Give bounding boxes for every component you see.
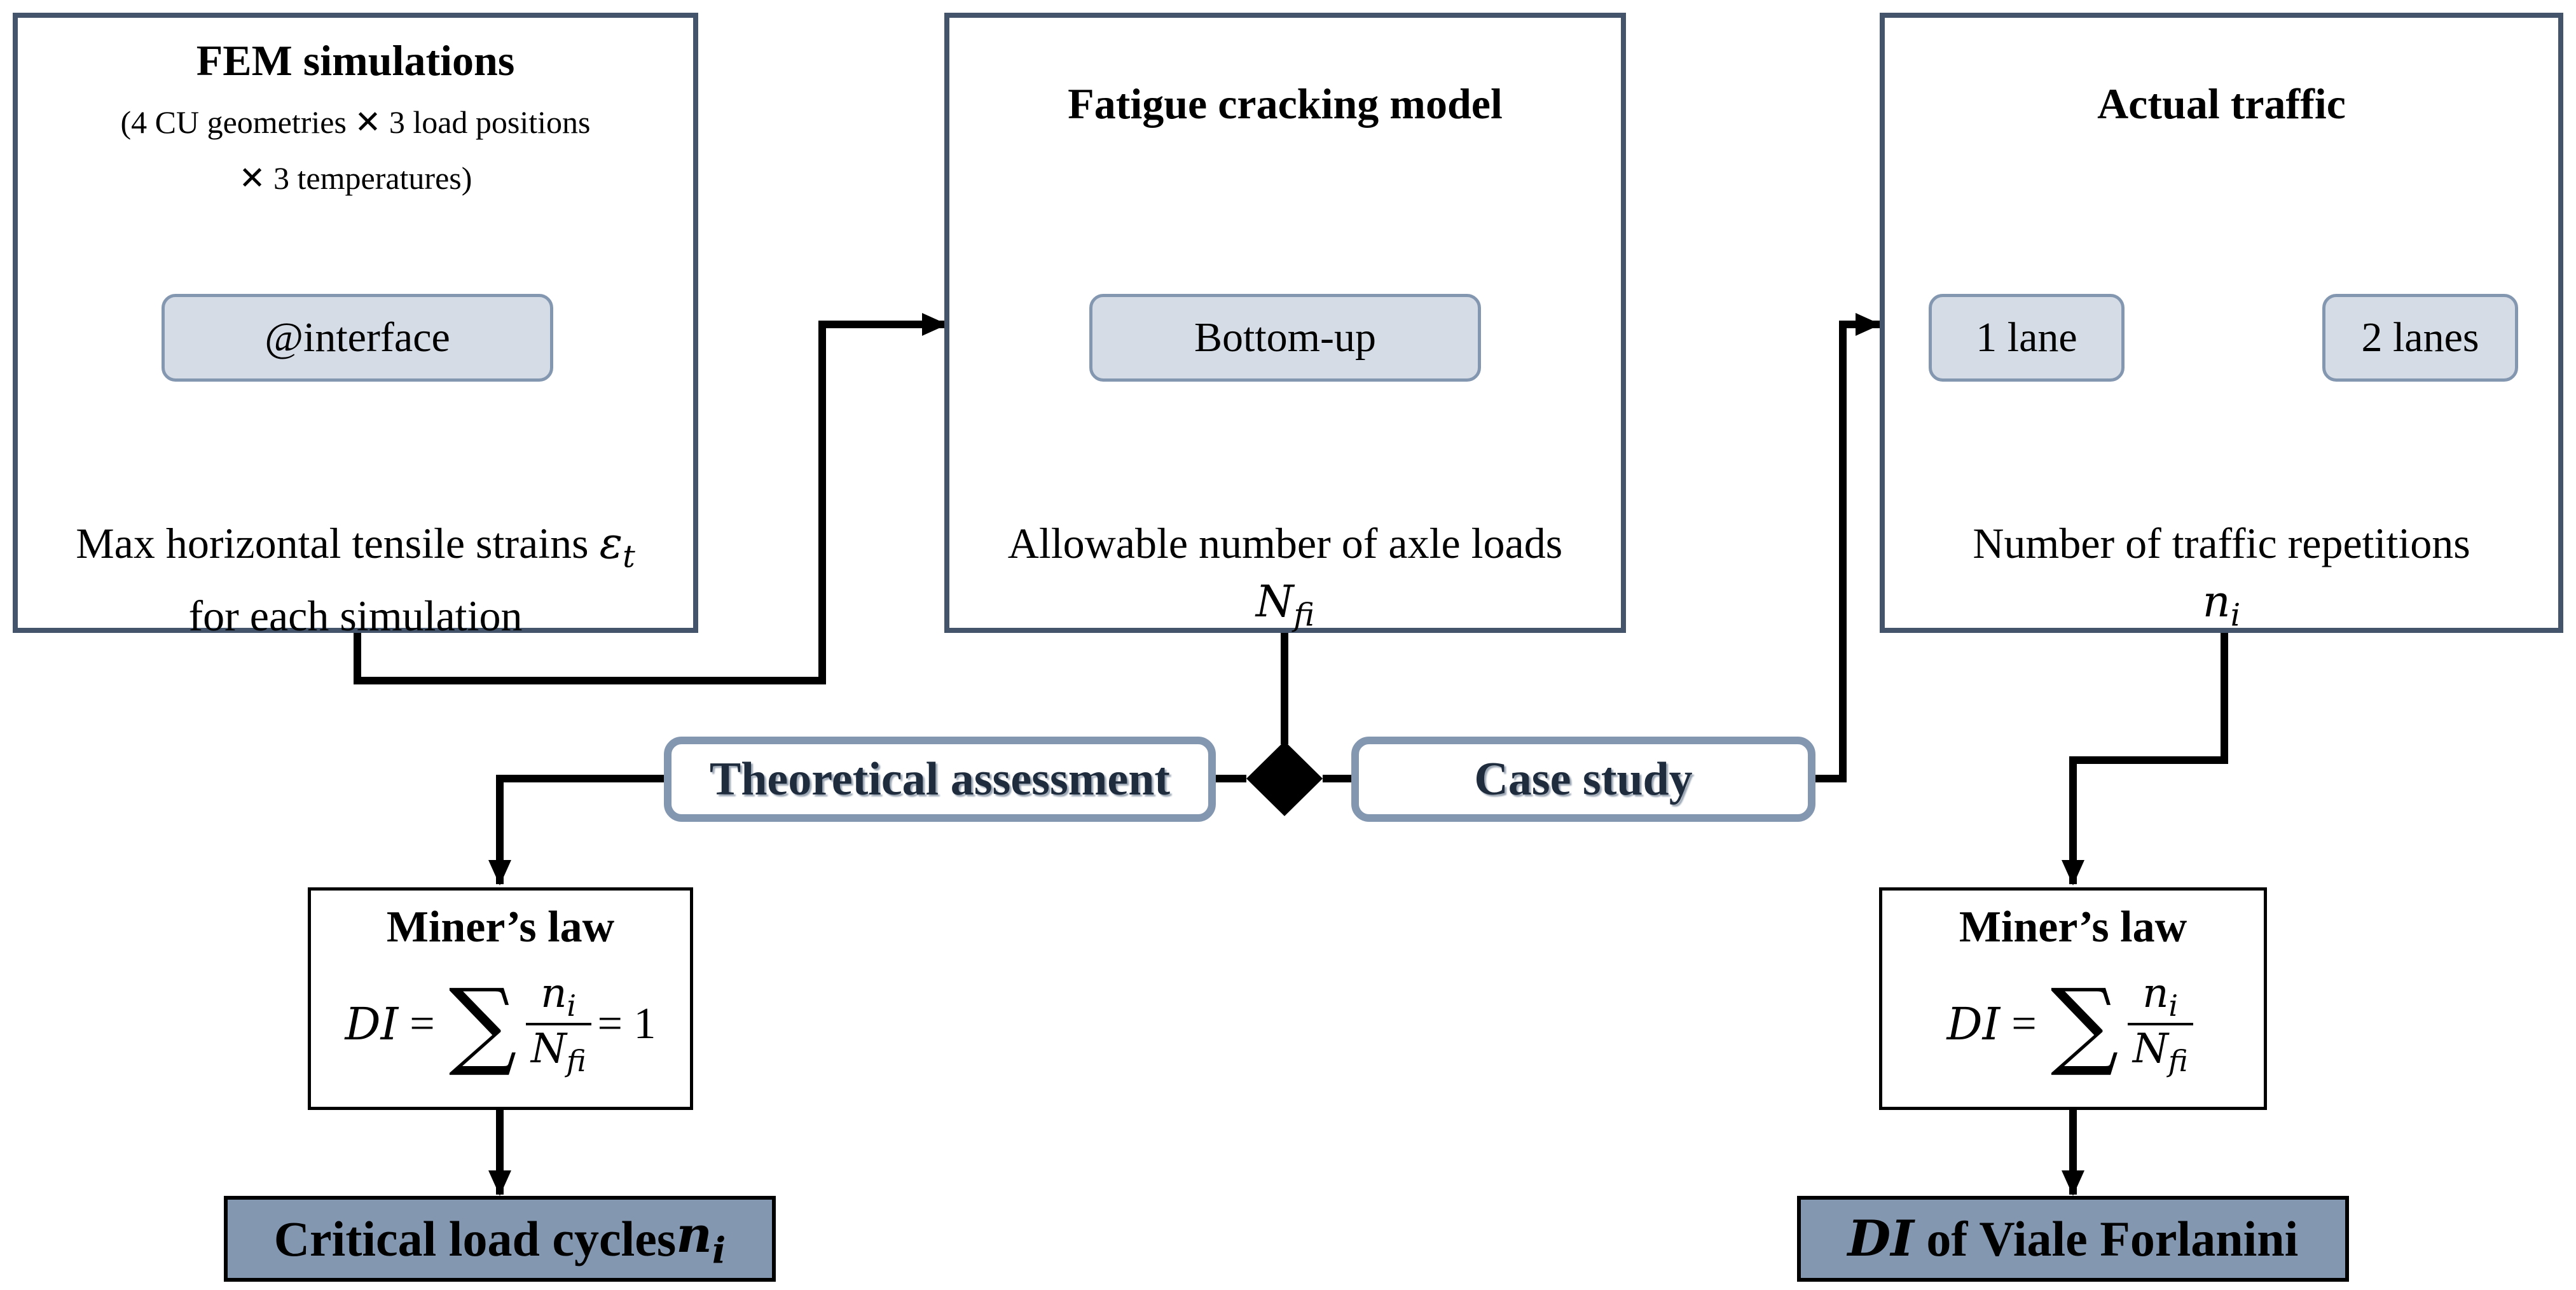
output-left-symbol-base: n (676, 1206, 712, 1265)
denominator-sub: fi (566, 1043, 586, 1078)
strain-symbol-sub: t (623, 538, 635, 575)
di-symbol: DI (345, 998, 399, 1050)
fraction-numerator: ni (2137, 970, 2183, 1023)
traffic-title: Actual traffic (2097, 80, 2346, 128)
connector-case-to-traffic (1815, 313, 1881, 782)
fatigue-result: Allowable number of axle loads Nfi (949, 514, 1621, 645)
critical-load-cycles-output: Critical load cycles ni (224, 1196, 776, 1282)
fraction-numerator: ni (535, 970, 581, 1023)
miners-law-right-box: Miner’s law DI = ∑ ni Nfi (1879, 887, 2267, 1110)
damage-fraction: ni Nfi (525, 970, 591, 1078)
output-left-symbol-sub: i (712, 1229, 726, 1272)
fatigue-result-text: Allowable number of axle loads (1007, 519, 1563, 567)
numerator-sub: i (2168, 988, 2179, 1023)
strain-symbol-base: ε (599, 518, 623, 569)
nfi-symbol: Nfi (1255, 577, 1314, 634)
sum-symbol: ∑ (2050, 969, 2119, 1079)
output-right-symbol: DI (1847, 1210, 1914, 1268)
fem-subtitle-line2: ✕ 3 temperatures) (238, 160, 472, 196)
ni-symbol-base: n (2202, 577, 2231, 627)
equals-one: = 1 (597, 999, 656, 1048)
output-right-text: of Viale Forlanini (1913, 1210, 2299, 1266)
connector-fem-to-fatigue (354, 313, 947, 684)
connector-theoretical-to-miner-left (488, 775, 664, 885)
denominator-base: N (2132, 1025, 2168, 1072)
fraction-denominator: Nfi (2128, 1025, 2193, 1078)
decision-diamond (1246, 741, 1323, 816)
fem-result-text: Max horizontal tensile strains (76, 519, 600, 567)
output-left-symbol: ni (676, 1206, 726, 1272)
denominator-sub: fi (2168, 1043, 2188, 1078)
numerator-sub: i (567, 988, 577, 1023)
fem-result: Max horizontal tensile strains εt for ea… (18, 514, 693, 645)
strain-symbol: εt (599, 518, 635, 575)
fraction-bar (2127, 1023, 2193, 1025)
fem-result-text-line2: for each simulation (188, 591, 523, 640)
miners-law-right-title: Miner’s law (1959, 903, 2187, 952)
equals-sign: = (2011, 999, 2037, 1048)
theoretical-assessment-label: Theoretical assessment (664, 737, 1216, 822)
sum-symbol: ∑ (448, 969, 517, 1079)
interface-node: @interface (162, 294, 553, 382)
fem-title: FEM simulations (196, 36, 515, 85)
fraction-bar (525, 1023, 591, 1025)
connector-traffic-to-miner-right (2062, 633, 2228, 885)
fatigue-title: Fatigue cracking model (1068, 80, 1503, 128)
di-viale-forlanini-output: DI of Viale Forlanini (1797, 1196, 2349, 1282)
case-study-label: Case study (1351, 737, 1815, 822)
one-lane-node: 1 lane (1929, 294, 2125, 382)
denominator-base: N (530, 1025, 567, 1072)
numerator-base: n (2142, 970, 2169, 1018)
ni-symbol-sub: i (2230, 597, 2241, 634)
traffic-result-text: Number of traffic repetitions (1973, 519, 2470, 567)
bottom-up-node: Bottom-up (1089, 294, 1481, 382)
equals-sign: = (410, 999, 435, 1048)
miners-law-left-formula: DI = ∑ ni Nfi = 1 (311, 961, 690, 1088)
nfi-symbol-base: N (1255, 577, 1294, 627)
di-symbol: DI (1946, 998, 2001, 1050)
output-left-text: Critical load cycles (273, 1210, 677, 1266)
numerator-base: n (541, 970, 567, 1018)
fem-simulations-panel: FEM simulations (4 CU geometries ✕ 3 loa… (13, 13, 698, 640)
miners-law-left-title: Miner’s law (386, 903, 615, 952)
miners-law-left-box: Miner’s law DI = ∑ ni Nfi = 1 (308, 887, 693, 1110)
two-lanes-node: 2 lanes (2322, 294, 2518, 382)
fem-subtitle-line1: (4 CU geometries ✕ 3 load positions (120, 104, 591, 140)
fraction-denominator: Nfi (526, 1025, 591, 1078)
damage-fraction: ni Nfi (2127, 970, 2193, 1078)
traffic-result: Number of traffic repetitions ni (1885, 514, 2558, 645)
ni-symbol: ni (2202, 577, 2240, 634)
nfi-symbol-sub: fi (1293, 597, 1315, 634)
miners-law-right-formula: DI = ∑ ni Nfi (1882, 961, 2264, 1088)
